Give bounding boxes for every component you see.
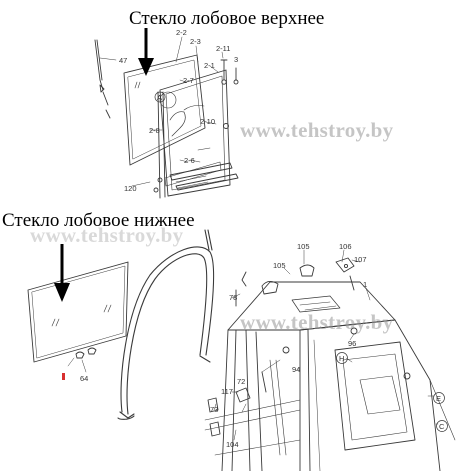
watermark-upper: www.tehstroy.by <box>240 118 394 142</box>
label-2-1: 2-1 <box>204 61 215 70</box>
caption-lower-windshield: Стекло лобовое нижнее <box>2 210 195 231</box>
callout-circle-h <box>336 352 348 364</box>
label-73: 73 <box>210 405 218 414</box>
label-a: A <box>157 93 162 102</box>
red-mark <box>62 373 65 380</box>
leader-lines-upper <box>99 36 224 187</box>
label-94: 94 <box>292 365 300 374</box>
label-106: 106 <box>339 242 352 251</box>
label-107: 107 <box>354 255 367 264</box>
label-72: 72 <box>237 377 245 386</box>
cab-hardware-misc <box>207 327 411 437</box>
watermark-middle: www.tehstroy.by <box>30 223 184 247</box>
upper-frame <box>157 69 231 199</box>
rubber-seal <box>117 229 215 420</box>
label-2-11: 2-11 <box>216 44 230 53</box>
bottom-strip <box>169 162 239 191</box>
label-104: 104 <box>226 440 239 449</box>
arrow-lower-glass <box>54 244 70 302</box>
label-2-7: 2-7 <box>183 76 194 85</box>
wiper-arm <box>94 39 111 119</box>
label-h: H <box>339 354 344 363</box>
label-2-8: 2-8 <box>149 126 160 135</box>
label-e: E <box>436 394 441 403</box>
cab-assembly <box>204 281 456 471</box>
label-96: 96 <box>348 339 356 348</box>
callout-circle-c <box>436 420 448 432</box>
hardware-right <box>153 59 239 193</box>
label-2-10: 2-10 <box>200 117 215 126</box>
leader-lines-lower <box>67 249 439 441</box>
callout-circle-e <box>433 392 445 404</box>
arrow-upper-glass <box>138 28 154 76</box>
glass-clips <box>75 347 97 373</box>
upper-windshield-glass <box>123 54 206 166</box>
label-3: 3 <box>234 55 238 64</box>
caption-upper-windshield: Стекло лобовое верхнее <box>129 8 325 29</box>
label-2-3: 2-3 <box>190 37 201 46</box>
cab-hardware-top <box>235 257 355 307</box>
label-105: 105 <box>273 261 286 270</box>
lower-windshield-glass <box>27 261 129 363</box>
label-105-top: 105 <box>297 242 310 251</box>
label-120: 120 <box>124 184 137 193</box>
arrows <box>54 28 154 302</box>
label-1: 1 <box>363 280 367 289</box>
label-c: C <box>439 422 445 431</box>
watermark-lower: www.tehstroy.by <box>240 310 394 334</box>
label-2-6: 2-6 <box>184 156 195 165</box>
part-labels: 47 2-2 2-3 2-11 3 2-1 2-7 A 2-8 2-10 2-6… <box>80 28 445 449</box>
label-2-2: 2-2 <box>176 28 187 37</box>
label-117: 117 <box>221 387 233 396</box>
callout-circle-a <box>154 91 166 103</box>
label-64: 64 <box>80 374 88 383</box>
label-78: 78 <box>229 293 237 302</box>
label-47: 47 <box>119 56 127 65</box>
